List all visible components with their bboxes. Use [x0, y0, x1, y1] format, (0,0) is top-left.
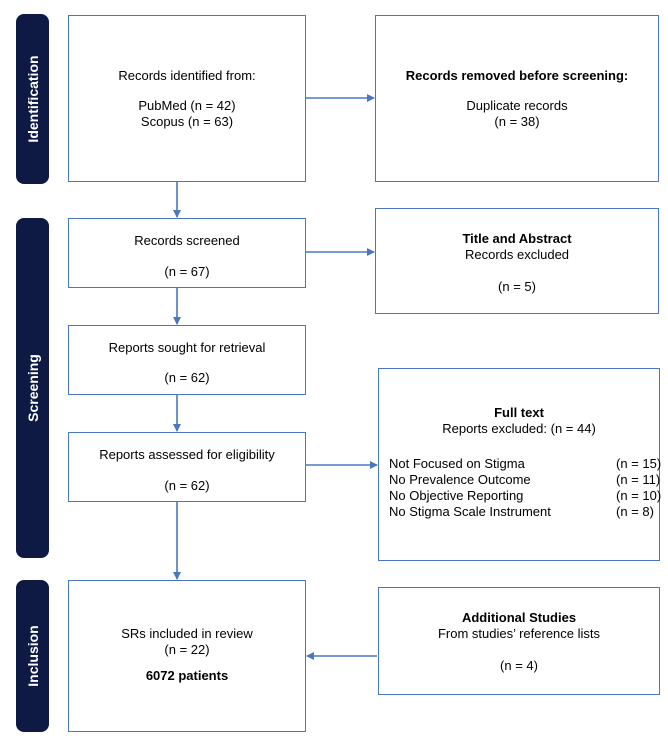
- full-text-excluded-box: Full text Reports excluded: (n = 44) Not…: [378, 368, 661, 561]
- additional-count: (n = 4): [500, 658, 538, 673]
- exclusion-reason-row: Not Focused on Stigma (n = 15): [389, 456, 661, 472]
- included-patients: 6072 patients: [145, 668, 229, 683]
- full-text-subheading: Reports excluded: (n = 44): [442, 421, 596, 436]
- records-scopus: Scopus (n = 63): [140, 114, 234, 129]
- phase-label-identification: Identification: [16, 14, 49, 184]
- reports-assessed-heading: Reports assessed for eligibility: [99, 447, 275, 462]
- additional-studies-box: Additional Studies From studies’ referen…: [378, 587, 660, 695]
- reports-assessed-box: Reports assessed for eligibility (n = 62…: [68, 432, 306, 502]
- records-screened-heading: Records screened: [134, 233, 240, 248]
- records-identified-heading: Records identified from:: [118, 68, 256, 83]
- reports-sought-box: Reports sought for retrieval (n = 62): [68, 325, 306, 395]
- exclusion-reason-count: (n = 10): [616, 488, 662, 503]
- exclusion-reason-row: No Stigma Scale Instrument (n = 8): [389, 504, 654, 520]
- additional-heading: Additional Studies: [461, 610, 577, 625]
- full-text-heading: Full text: [494, 405, 544, 420]
- exclusion-reason-label: No Objective Reporting: [389, 488, 524, 503]
- exclusion-reason-count: (n = 15): [616, 456, 662, 471]
- phase-label-screening: Screening: [16, 218, 49, 558]
- exclusion-reason-label: No Stigma Scale Instrument: [389, 504, 551, 519]
- reports-sought-heading: Reports sought for retrieval: [108, 340, 266, 355]
- reports-sought-count: (n = 62): [164, 370, 210, 385]
- included-studies-box: SRs included in review (n = 22) 6072 pat…: [68, 580, 306, 732]
- exclusion-reason-count: (n = 8): [616, 504, 654, 519]
- records-screened-box: Records screened (n = 67): [68, 218, 306, 288]
- records-removed-heading: Records removed before screening:: [405, 68, 629, 83]
- reports-assessed-count: (n = 62): [164, 478, 210, 493]
- duplicate-records-count: (n = 38): [494, 114, 540, 129]
- records-screened-count: (n = 67): [164, 264, 210, 279]
- exclusion-reason-count: (n = 11): [616, 472, 661, 487]
- title-abstract-heading: Title and Abstract: [462, 231, 572, 246]
- records-identified-box: Records identified from: PubMed (n = 42)…: [68, 15, 306, 182]
- phase-label-inclusion: Inclusion: [16, 580, 49, 732]
- title-abstract-records-excluded: Records excluded: [464, 247, 570, 262]
- included-heading: SRs included in review: [121, 626, 253, 641]
- duplicate-records-label: Duplicate records: [466, 98, 568, 113]
- additional-source: From studies’ reference lists: [437, 626, 601, 641]
- exclusion-reason-label: Not Focused on Stigma: [389, 456, 525, 471]
- records-pubmed: PubMed (n = 42): [138, 98, 236, 113]
- title-abstract-count: (n = 5): [498, 279, 536, 294]
- records-removed-box: Records removed before screening: Duplic…: [375, 15, 659, 182]
- exclusion-reason-row: No Prevalence Outcome (n = 11): [389, 472, 660, 488]
- title-abstract-excluded-box: Title and Abstract Records excluded (n =…: [375, 208, 659, 314]
- exclusion-reason-row: No Objective Reporting (n = 10): [389, 488, 661, 504]
- exclusion-reason-label: No Prevalence Outcome: [389, 472, 531, 487]
- included-count: (n = 22): [164, 642, 210, 657]
